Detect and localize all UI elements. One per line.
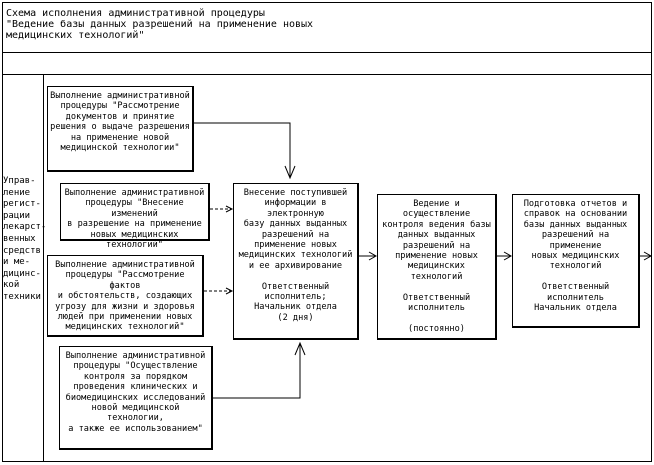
side-column-divider [43, 74, 44, 462]
connector-review-to-entry [194, 122, 291, 178]
arrowhead-review [284, 165, 296, 180]
box-database-maintenance: Ведение и осуществление контроля ведения… [377, 194, 497, 340]
arrowhead-control [294, 341, 306, 356]
arrowhead-reports [503, 251, 513, 261]
box-review-documents: Выполнение административной процедуры "Р… [47, 86, 194, 172]
diagram-title: Схема исполнения административной процед… [6, 8, 314, 41]
arrowhead-out [643, 251, 653, 261]
arrowhead-maintenance [368, 251, 378, 261]
box-threat-review: Выполнение административной процедуры "Р… [47, 255, 204, 337]
arrowhead-amend [225, 205, 234, 213]
department-label: Управ- ление регист- рации лекарст- венн… [3, 176, 47, 302]
box-reports: Подготовка отчетов и справок на основани… [512, 194, 640, 328]
subheader-divider [2, 74, 652, 75]
box-amend-permit: Выполнение административной процедуры "В… [60, 183, 210, 250]
box-research-control: Выполнение административной процедуры "О… [59, 346, 213, 450]
arrowhead-threat [225, 287, 234, 295]
connector-control-to-entry [213, 343, 301, 399]
box-database-entry: Внесение поступившей информации в электр… [233, 183, 359, 340]
header-divider [2, 52, 652, 53]
